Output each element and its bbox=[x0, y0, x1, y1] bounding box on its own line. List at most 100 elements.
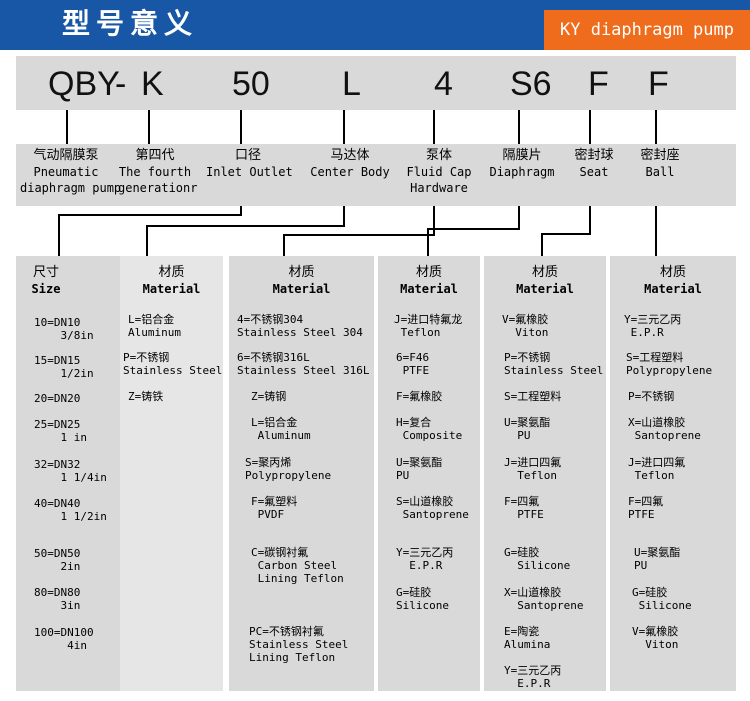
code-f-ball: F bbox=[648, 65, 669, 103]
list-item: 100=DN100 4in bbox=[34, 626, 94, 652]
connector-line bbox=[589, 206, 591, 234]
column-title-zh: 材质 bbox=[659, 265, 686, 280]
list-item: G=硅胶 Silicone bbox=[396, 586, 449, 612]
column-title-en: Material bbox=[516, 282, 574, 296]
connector-line bbox=[427, 228, 429, 256]
list-item: J=进口特氟龙 Teflon bbox=[394, 313, 463, 339]
list-item: Y=三元乙丙 E.P.R bbox=[396, 546, 454, 572]
list-item: F=四氟 PTFE bbox=[504, 495, 544, 521]
label-seat: 密封球 Seat bbox=[574, 148, 614, 179]
connector-line bbox=[58, 214, 242, 216]
list-item: Y=三元乙丙 E.P.R bbox=[504, 664, 562, 690]
column-title-en: Material bbox=[400, 282, 458, 296]
product-tag: KY diaphragm pump bbox=[544, 10, 750, 50]
column-title-zh: 材质 bbox=[531, 265, 558, 280]
column-center-body-material: 材质 Material L=铝合金 Aluminum P=不锈钢 Stainle… bbox=[120, 256, 223, 691]
connector-line bbox=[66, 110, 68, 144]
code-k: K bbox=[141, 65, 164, 103]
list-item: F=四氟 PTFE bbox=[628, 495, 664, 521]
column-fluid-cap-material: 材质 Material 4=不锈钢304 Stainless Steel 304… bbox=[229, 256, 374, 691]
list-item: 10=DN10 3/8in bbox=[34, 316, 94, 342]
list-item: 25=DN25 1 in bbox=[34, 418, 87, 444]
connector-line bbox=[343, 206, 345, 226]
connector-line bbox=[433, 110, 435, 144]
connector-line bbox=[240, 110, 242, 144]
list-item: S=工程塑料 Polypropylene bbox=[626, 351, 713, 377]
list-item: V=氟橡胶 Viton bbox=[502, 313, 549, 339]
label-inlet-outlet: 口径 Inlet Outlet bbox=[206, 148, 293, 179]
list-item: U=聚氨酯 PU bbox=[504, 416, 551, 442]
list-item: Z=铸铁 bbox=[128, 390, 164, 403]
list-item: J=进口四氟 Teflon bbox=[628, 456, 686, 482]
connector-line bbox=[58, 214, 60, 256]
list-item: F=氟塑料 PVDF bbox=[251, 495, 298, 521]
column-title-en: Material bbox=[272, 282, 331, 296]
list-item: S=工程塑料 bbox=[504, 390, 562, 403]
list-item: 40=DN40 1 1/2in bbox=[34, 497, 107, 523]
label-pump-type: 气动隔膜泵 Pneumatic diaphragm pump bbox=[20, 148, 122, 195]
column-title-zh: 尺寸 bbox=[32, 265, 59, 280]
list-item: 32=DN32 1 1/4in bbox=[34, 458, 107, 484]
column-title-en: Material bbox=[644, 282, 702, 296]
list-item: E=陶瓷 Alumina bbox=[504, 625, 551, 651]
list-item: S=山道橡胶 Santoprene bbox=[396, 495, 469, 521]
connector-line bbox=[146, 225, 345, 227]
list-item: P=不锈钢 bbox=[628, 390, 675, 403]
connector-line bbox=[655, 110, 657, 144]
list-item: L=铝合金 Aluminum bbox=[251, 416, 311, 442]
connector-line bbox=[433, 206, 435, 235]
label-diaphragm: 隔膜片 Diaphragm bbox=[489, 148, 555, 179]
column-title-en: Size bbox=[31, 282, 61, 296]
list-item: Y=三元乙丙 E.P.R bbox=[624, 313, 682, 339]
connector-line bbox=[283, 234, 435, 236]
list-item: P=不锈钢 Stainless Steel bbox=[504, 351, 604, 377]
list-item: PC=不锈钢衬氟 Stainless Steel Lining Teflon bbox=[249, 625, 349, 664]
list-item: 80=DN80 3in bbox=[34, 586, 81, 612]
column-ball-material: 材质 Material Y=三元乙丙 E.P.R S=工程塑料 Polyprop… bbox=[610, 256, 736, 691]
code-50: 50 bbox=[232, 65, 270, 103]
column-title-en: Material bbox=[142, 282, 201, 296]
column-diaphragm-material: 材质 Material J=进口特氟龙 Teflon 6=F46 PTFE F=… bbox=[378, 256, 480, 691]
connector-line bbox=[148, 110, 150, 144]
list-item: 15=DN15 1/2in bbox=[34, 354, 94, 380]
list-item: 20=DN20 bbox=[34, 392, 81, 405]
column-title-zh: 材质 bbox=[415, 265, 442, 280]
connector-line bbox=[655, 206, 657, 256]
list-item: V=氟橡胶 Viton bbox=[632, 625, 679, 651]
list-item: X=山道橡胶 Santoprene bbox=[628, 416, 701, 442]
label-band bbox=[16, 144, 736, 206]
list-item: G=硅胶 Silicone bbox=[504, 546, 571, 572]
connector-line bbox=[518, 206, 520, 229]
code-4: 4 bbox=[434, 65, 453, 103]
connector-line bbox=[541, 233, 543, 256]
column-seat-material: 材质 Material V=氟橡胶 Viton P=不锈钢 Stainless … bbox=[484, 256, 606, 691]
list-item: 6=不锈钢316L Stainless Steel 316L bbox=[237, 351, 370, 377]
list-item: U=聚氨酯 PU bbox=[634, 546, 681, 572]
list-item: X=山道橡胶 Santoprene bbox=[504, 586, 584, 612]
connector-line bbox=[589, 110, 591, 144]
list-item: S=聚丙烯 Polypropylene bbox=[245, 456, 332, 482]
code-s6: S6 bbox=[510, 65, 552, 103]
list-item: L=铝合金 Aluminum bbox=[128, 313, 181, 339]
label-center-body: 马达体 Center Body bbox=[310, 148, 390, 179]
label-ball: 密封座 Ball bbox=[640, 148, 680, 179]
list-item: J=进口四氟 Teflon bbox=[504, 456, 562, 482]
list-item: G=硅胶 Silicone bbox=[632, 586, 692, 612]
code-qby: QBY bbox=[48, 65, 120, 103]
list-item: 4=不锈钢304 Stainless Steel 304 bbox=[237, 313, 363, 339]
column-title-zh: 材质 bbox=[158, 265, 185, 280]
connector-line bbox=[541, 233, 591, 235]
model-code-band bbox=[16, 56, 736, 110]
code-f-seat: F bbox=[588, 65, 609, 103]
connector-line bbox=[240, 206, 242, 215]
list-item: Z=铸钢 bbox=[251, 390, 287, 403]
connector-line bbox=[518, 110, 520, 144]
label-fluid-cap: 泵体 Fluid Cap Hardware bbox=[406, 148, 472, 195]
connector-line bbox=[427, 228, 520, 230]
list-item: 6=F46 PTFE bbox=[396, 351, 430, 377]
code-dash: - bbox=[115, 65, 127, 103]
column-size: 尺寸 Size 10=DN10 3/8in 15=DN15 1/2in 20=D… bbox=[16, 256, 120, 691]
list-item: 50=DN50 2in bbox=[34, 547, 81, 573]
label-generation: 第四代 The fourth generationr bbox=[118, 148, 198, 195]
connector-line bbox=[343, 110, 345, 144]
